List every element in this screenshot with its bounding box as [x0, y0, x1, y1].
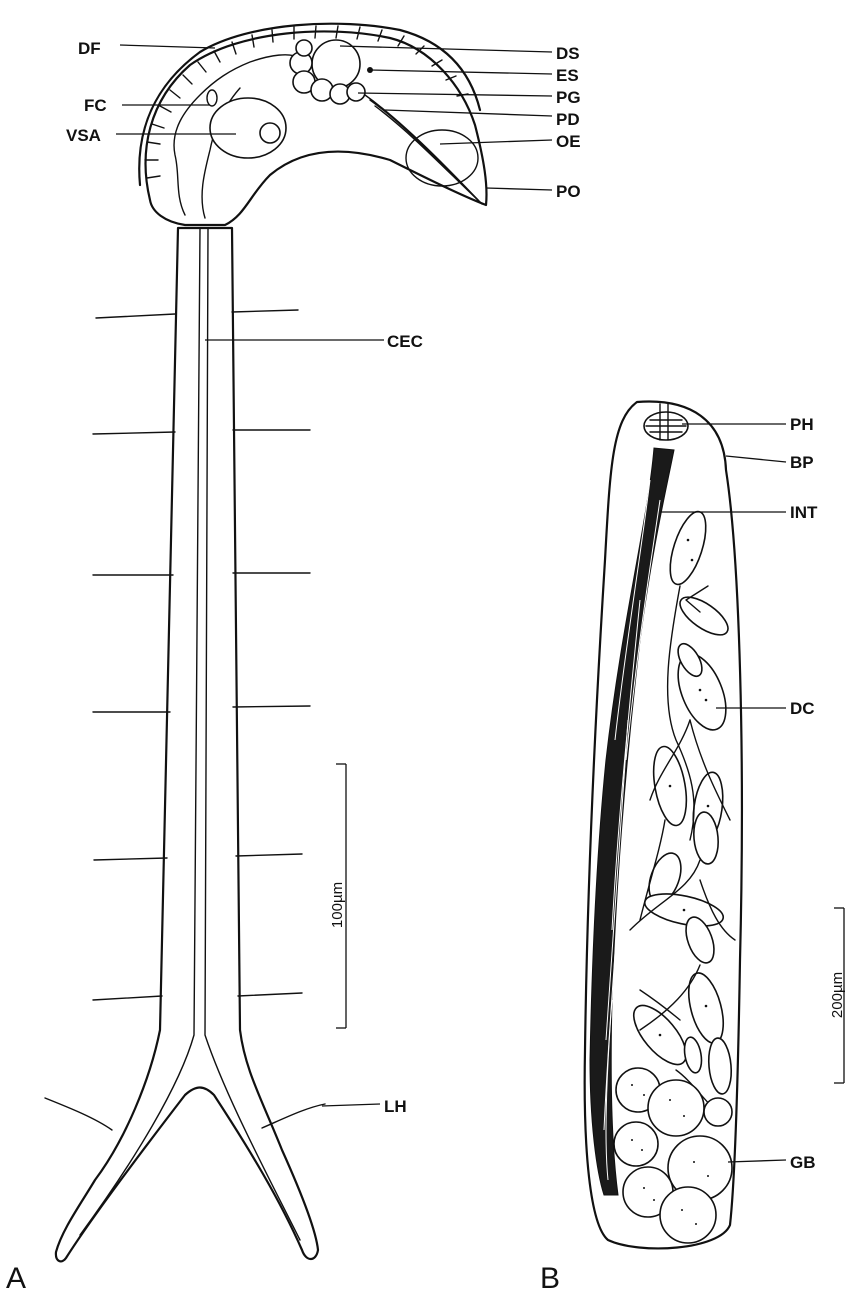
label-lh: LH — [384, 1097, 407, 1116]
label-pd: PD — [556, 110, 580, 129]
label-vsa: VSA — [66, 126, 101, 145]
gland-cell — [296, 40, 312, 56]
label-df: DF — [78, 39, 101, 58]
label-gb: GB — [790, 1153, 816, 1172]
label-fc: FC — [84, 96, 107, 115]
scale-label-a: 100µm — [329, 882, 346, 928]
ventral-sucker-nucleus — [260, 123, 280, 143]
oral-sucker — [406, 130, 478, 186]
label-dc: DC — [790, 699, 815, 718]
label-int: INT — [790, 503, 818, 522]
panel-label-b: B — [540, 1262, 560, 1294]
label-es: ES — [556, 66, 579, 85]
label-ds: DS — [556, 44, 580, 63]
penetration-duct — [375, 106, 482, 204]
scale-label-b: 200µm — [829, 972, 846, 1018]
label-oe: OE — [556, 132, 581, 151]
gland-cell — [347, 83, 365, 101]
tail-stem-outline — [56, 228, 318, 1261]
panel-label-a: A — [6, 1262, 26, 1294]
tail-lateral-hairs — [45, 310, 325, 1130]
label-po: PO — [556, 182, 581, 201]
label-ph: PH — [790, 415, 814, 434]
label-bp: BP — [790, 453, 814, 472]
caudal-excretory-canal — [80, 228, 200, 1235]
flame-cell — [207, 90, 217, 106]
gland-cell — [311, 79, 333, 101]
figure-b-drawing — [585, 402, 844, 1249]
label-pg: PG — [556, 88, 581, 107]
label-cec: CEC — [387, 332, 423, 351]
germ-balls — [614, 1068, 732, 1243]
figure-a-drawing — [45, 24, 487, 1262]
caudal-excretory-canal — [205, 228, 300, 1240]
